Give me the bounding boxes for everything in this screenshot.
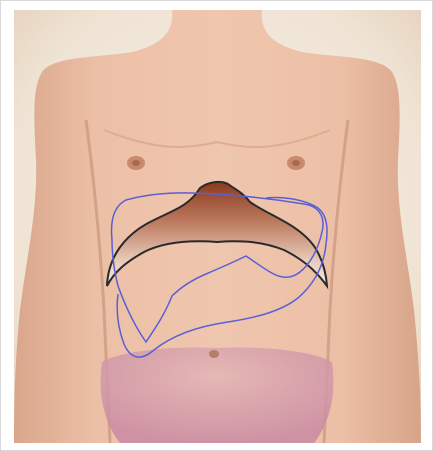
abdomen-region xyxy=(101,348,334,443)
left-nipple-center xyxy=(132,160,140,166)
right-nipple-center xyxy=(292,160,300,166)
anatomy-illustration xyxy=(14,10,421,443)
navel xyxy=(209,350,219,358)
anatomy-svg xyxy=(14,10,421,443)
